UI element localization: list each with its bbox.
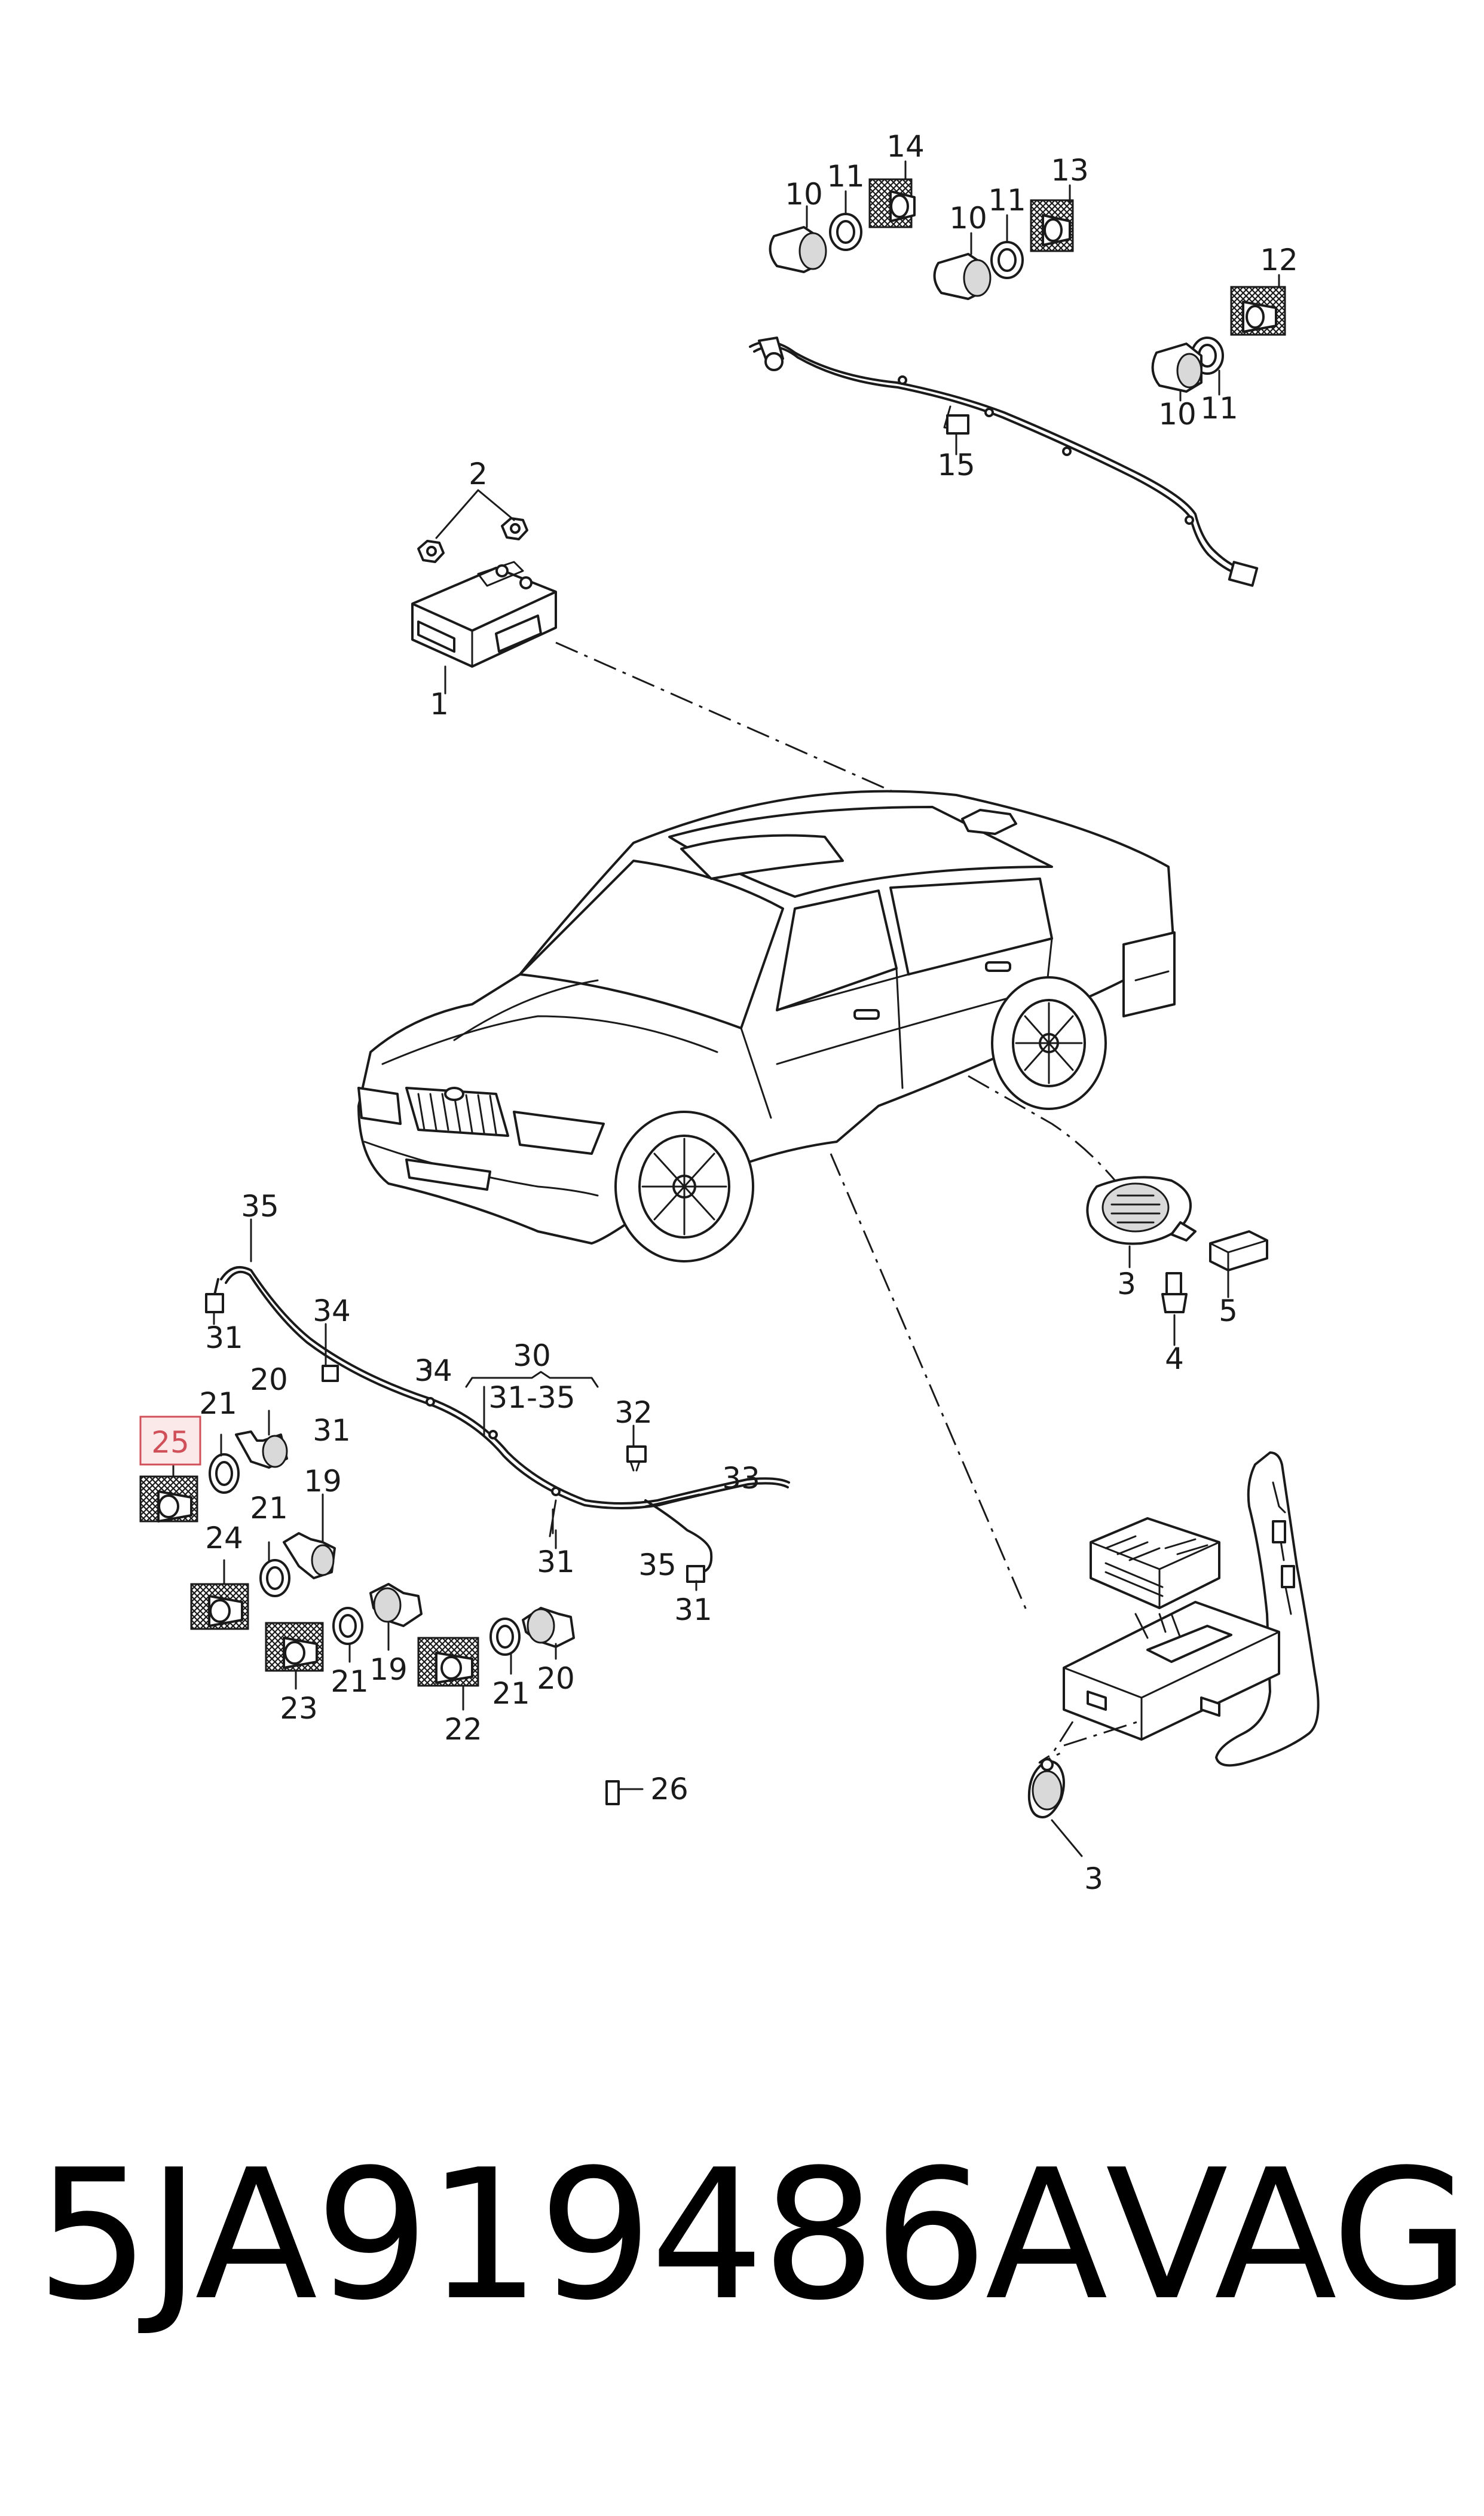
sensor-10-left[interactable]: [769, 205, 827, 273]
label-2: 2: [469, 457, 488, 491]
label-31d: 31: [674, 1592, 712, 1627]
label-19a: 19: [304, 1464, 342, 1499]
label-21d: 21: [492, 1676, 530, 1711]
label-30: 30: [513, 1338, 551, 1373]
label-26: 26: [650, 1772, 689, 1806]
buzzer-3-upper[interactable]: [1086, 1176, 1197, 1268]
ring-21-a[interactable]: [209, 1433, 240, 1494]
part-number: 5JA919486A: [36, 2131, 1108, 2340]
item-26[interactable]: [605, 1780, 644, 1805]
bracket-22[interactable]: [417, 1637, 479, 1711]
label-12: 12: [1260, 243, 1298, 277]
label-32: 32: [614, 1395, 653, 1430]
label-35a: 35: [241, 1189, 279, 1224]
control-unit-group: [411, 489, 969, 826]
label-22: 22: [444, 1712, 482, 1747]
label-33: 33: [722, 1461, 760, 1496]
label-34a: 34: [313, 1294, 351, 1328]
label-13: 13: [1051, 153, 1089, 188]
label-10c: 10: [1158, 397, 1197, 432]
bracket-13[interactable]: [1030, 184, 1074, 252]
sensor-20-a[interactable]: [235, 1410, 288, 1469]
label-10a: 10: [785, 177, 823, 212]
front-wheel: [614, 1111, 754, 1262]
sensor-10-middle[interactable]: [933, 232, 992, 300]
label-5: 5: [1219, 1294, 1238, 1328]
label-20a: 20: [250, 1362, 288, 1397]
label-30-range: 31-35: [488, 1380, 575, 1415]
ring-21-c[interactable]: [332, 1607, 363, 1663]
label-21b: 21: [250, 1491, 288, 1526]
label-34b: 34: [414, 1353, 452, 1388]
label-3b: 3: [1084, 1861, 1103, 1896]
ring-21-d[interactable]: [489, 1618, 521, 1675]
label-35b: 35: [638, 1548, 677, 1582]
bracket-23[interactable]: [265, 1622, 324, 1690]
bracket-14[interactable]: [868, 160, 916, 228]
label-15: 15: [937, 448, 975, 482]
label-4: 4: [1165, 1341, 1184, 1376]
footer: 5JA919486A VAG: [36, 2131, 1470, 2340]
ring-11-middle[interactable]: [990, 214, 1024, 279]
callout-labels: 14 11 10 13 11 10 12 10 11 15 2 1 3 5 4 …: [139, 129, 1298, 1896]
bracket-24[interactable]: [190, 1559, 249, 1630]
label-11a: 11: [827, 159, 865, 194]
harness-15[interactable]: [749, 337, 1259, 587]
label-14: 14: [886, 129, 925, 164]
buzzer-group-upper: [1086, 1176, 1268, 1346]
roof-module-marker: [961, 809, 1017, 835]
label-1: 1: [430, 687, 449, 722]
connector-5[interactable]: [1209, 1230, 1268, 1298]
label-11c: 11: [1200, 391, 1238, 426]
label-3a: 3: [1117, 1267, 1136, 1301]
label-25: 25: [151, 1425, 189, 1460]
brand-name: VAG: [1105, 2131, 1470, 2340]
label-31a: 31: [205, 1320, 243, 1355]
label-24: 24: [205, 1521, 243, 1555]
seat-group: [1027, 1451, 1320, 1857]
front-harness-group: [139, 1218, 790, 1805]
rear-wheel: [991, 976, 1107, 1110]
control-unit-1[interactable]: [411, 561, 557, 695]
bracket-25[interactable]: [139, 1457, 198, 1523]
label-11b: 11: [988, 183, 1026, 218]
label-10b: 10: [949, 201, 987, 236]
sensor-19-b[interactable]: [369, 1583, 423, 1651]
ring-21-b[interactable]: [259, 1541, 290, 1597]
label-21c: 21: [331, 1664, 369, 1699]
label-21a: 21: [199, 1386, 237, 1421]
highlight-box-25[interactable]: 25: [139, 1416, 201, 1466]
label-31c: 31: [537, 1545, 575, 1579]
label-31b: 31: [313, 1413, 351, 1448]
clip-4[interactable]: [1161, 1272, 1188, 1346]
seat-control-module[interactable]: [1063, 1517, 1280, 1741]
car-illustration: [357, 790, 1176, 1262]
label-23: 23: [280, 1691, 318, 1726]
seat-frame: [1215, 1451, 1320, 1767]
sensor-10-right[interactable]: [1151, 343, 1203, 402]
rear-sensor-group: [749, 160, 1286, 587]
nut-2-right[interactable]: [501, 517, 528, 540]
sensor-19-a[interactable]: [283, 1493, 336, 1579]
buzzer-3-lower[interactable]: [1027, 1758, 1083, 1857]
ring-11-left[interactable]: [829, 190, 862, 251]
nut-2-left[interactable]: [417, 540, 445, 563]
sensor-20-b[interactable]: [522, 1607, 575, 1660]
bracket-12[interactable]: [1230, 274, 1286, 336]
harness-34[interactable]: [205, 1266, 790, 1583]
label-19b: 19: [369, 1652, 408, 1687]
label-20b: 20: [537, 1661, 575, 1696]
